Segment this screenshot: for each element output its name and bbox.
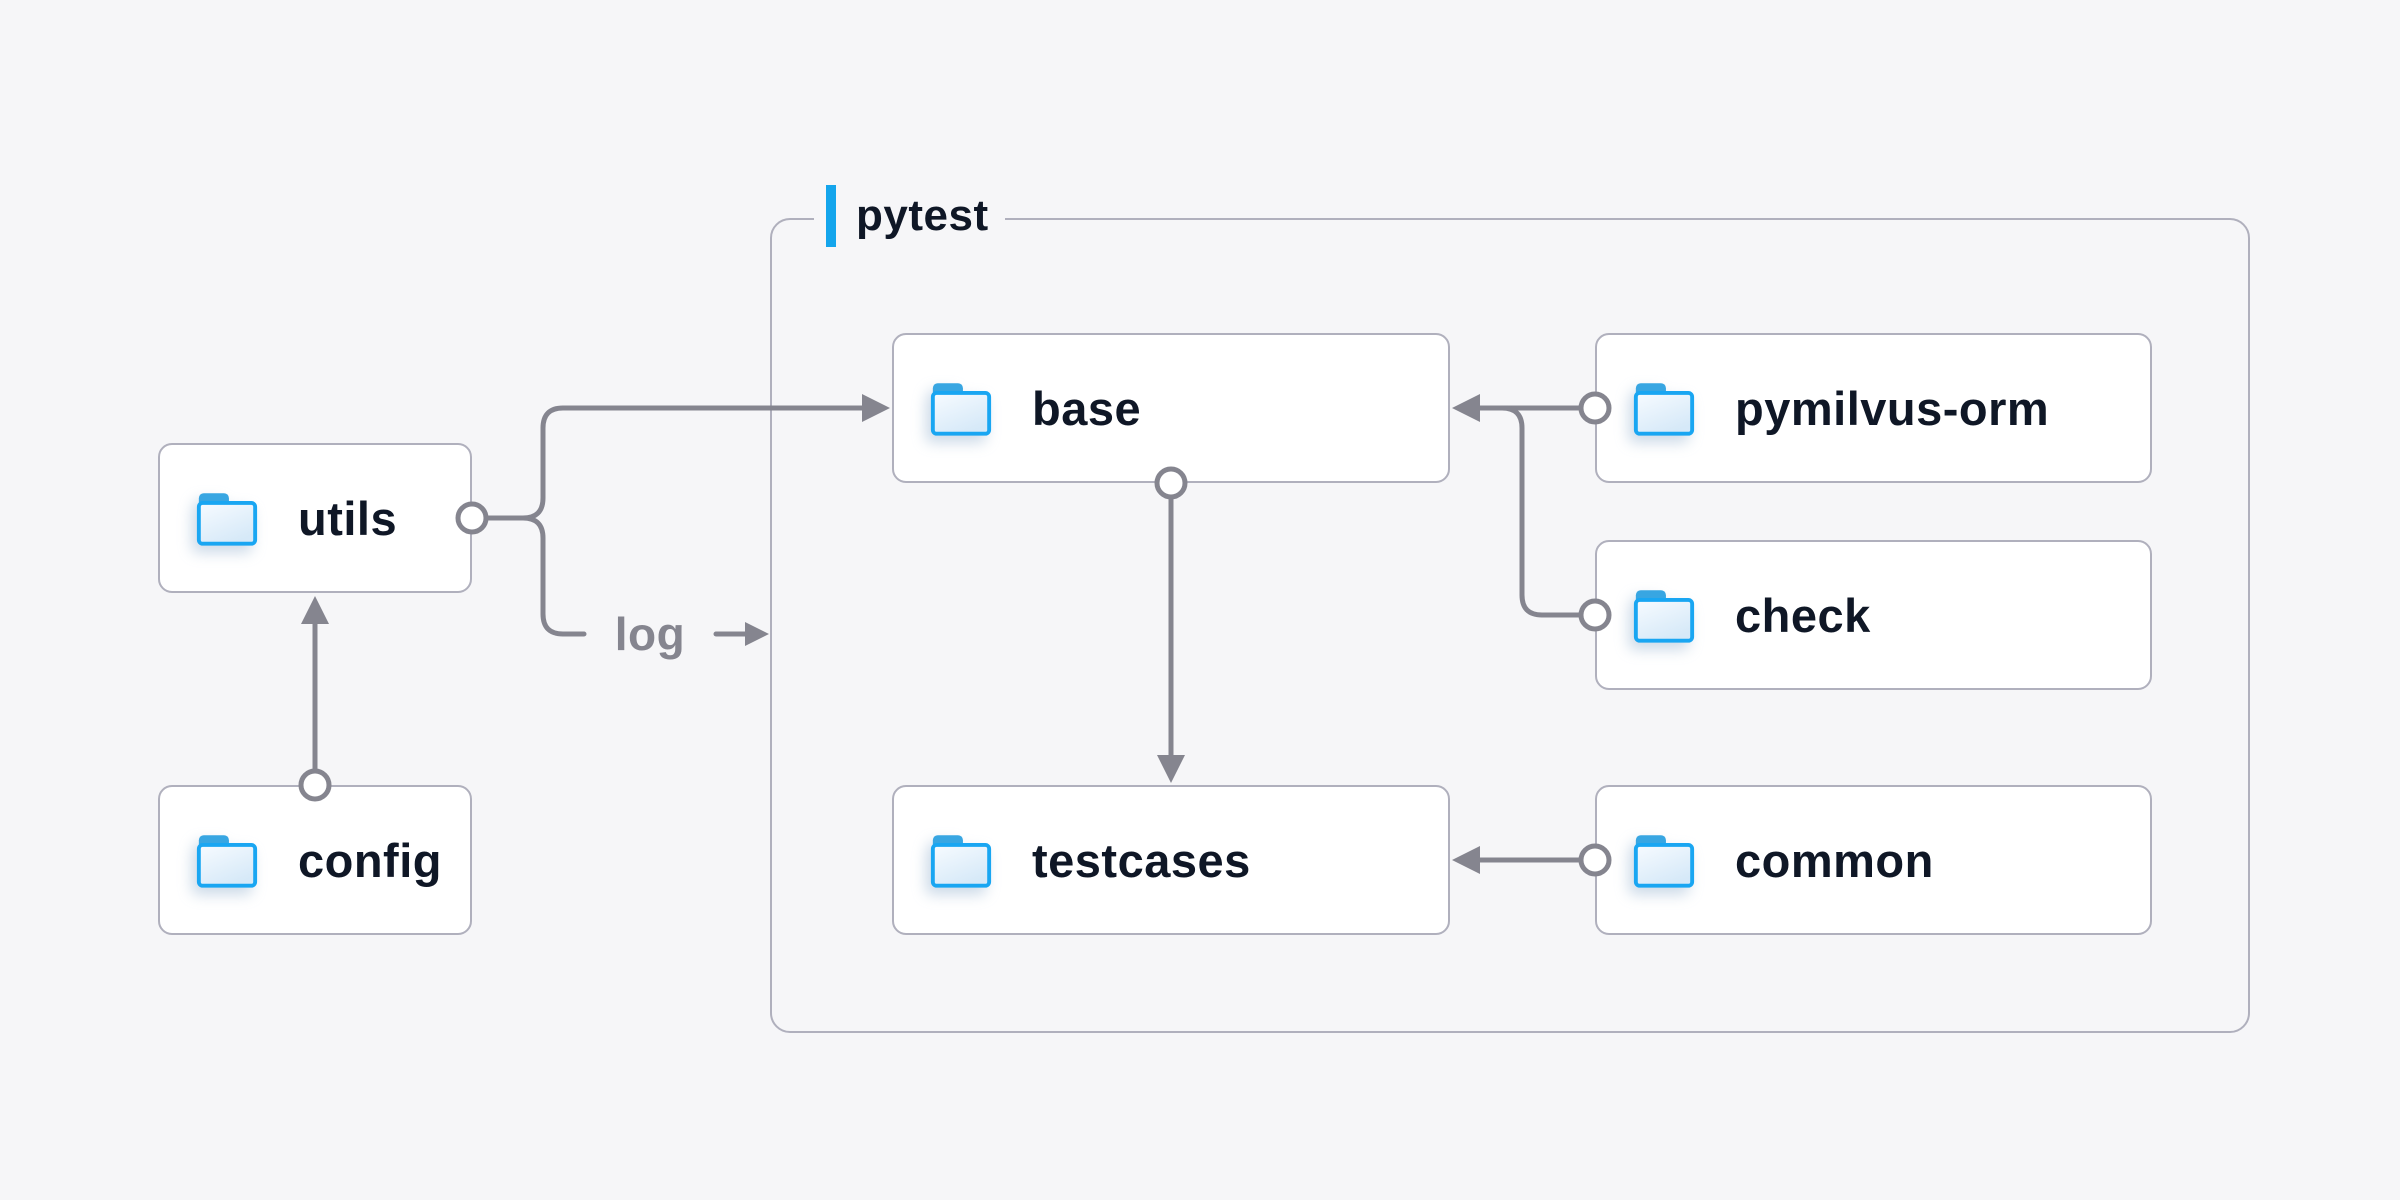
- node-check: check: [1595, 540, 2152, 690]
- arrowhead-icon: [745, 622, 769, 646]
- edge-label-log: log: [614, 608, 686, 660]
- node-base: base: [892, 333, 1450, 483]
- node-label: check: [1735, 588, 1871, 642]
- node-label: testcases: [1032, 833, 1251, 887]
- pytest-group-title: pytest: [856, 191, 989, 240]
- node-label: config: [298, 833, 442, 887]
- pytest-group-label: pytest: [814, 184, 1005, 248]
- arrowhead-icon: [301, 596, 329, 624]
- folder-icon: [196, 834, 258, 888]
- node-config: config: [158, 785, 472, 935]
- folder-icon: [196, 492, 258, 546]
- node-label: utils: [298, 491, 398, 545]
- node-label: common: [1735, 833, 1934, 887]
- edge-config-to-utils: [298, 596, 332, 802]
- pytest-group-container: [770, 218, 2250, 1033]
- edge-line: [483, 515, 587, 637]
- folder-icon: [1633, 382, 1695, 436]
- folder-icon: [930, 834, 992, 888]
- folder-icon: [930, 382, 992, 436]
- node-utils: utils: [158, 443, 472, 593]
- node-label: base: [1032, 381, 1142, 435]
- node-pymilvus-orm: pymilvus-orm: [1595, 333, 2152, 483]
- node-label: pymilvus-orm: [1735, 381, 2050, 435]
- folder-icon: [1633, 589, 1695, 643]
- node-common: common: [1595, 785, 2152, 935]
- node-testcases: testcases: [892, 785, 1450, 935]
- folder-icon: [1633, 834, 1695, 888]
- accent-bar: [826, 185, 836, 247]
